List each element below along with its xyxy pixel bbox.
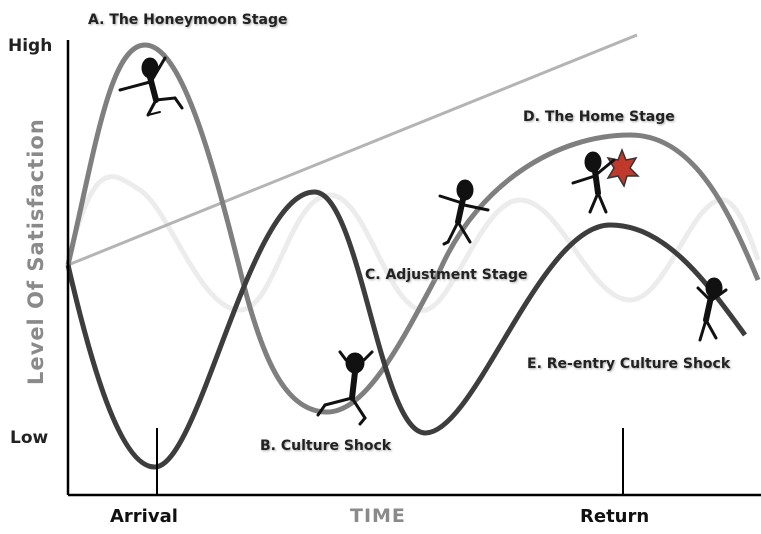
stick-figure-excited-icon bbox=[118, 56, 184, 117]
stage-c-label: C. Adjustment Stage bbox=[365, 267, 528, 283]
y-low-label: Low bbox=[10, 428, 49, 448]
y-high-label: High bbox=[8, 36, 53, 56]
x-tick-return: Return bbox=[580, 506, 650, 527]
stick-figure-burst-icon bbox=[571, 147, 640, 214]
x-axis-title: TIME bbox=[350, 505, 406, 527]
y-axis-title: Level Of Satisfaction bbox=[24, 118, 48, 385]
u-curve-line bbox=[65, 42, 761, 415]
stage-a-label: A. The Honeymoon Stage bbox=[88, 12, 288, 28]
faint-wave-curve bbox=[65, 174, 761, 313]
stage-e-label: E. Re-entry Culture Shock bbox=[527, 356, 731, 372]
stick-figure-worried-icon bbox=[696, 277, 728, 342]
x-tick-arrival: Arrival bbox=[110, 506, 178, 527]
stick-figure-reaching-icon bbox=[438, 179, 490, 246]
stage-d-label: D. The Home Stage bbox=[523, 109, 675, 125]
stage-b-label: B. Culture Shock bbox=[260, 438, 392, 454]
w-curve-line bbox=[65, 189, 748, 470]
stick-figure-distressed-icon bbox=[316, 350, 374, 426]
trend-line bbox=[67, 33, 638, 267]
